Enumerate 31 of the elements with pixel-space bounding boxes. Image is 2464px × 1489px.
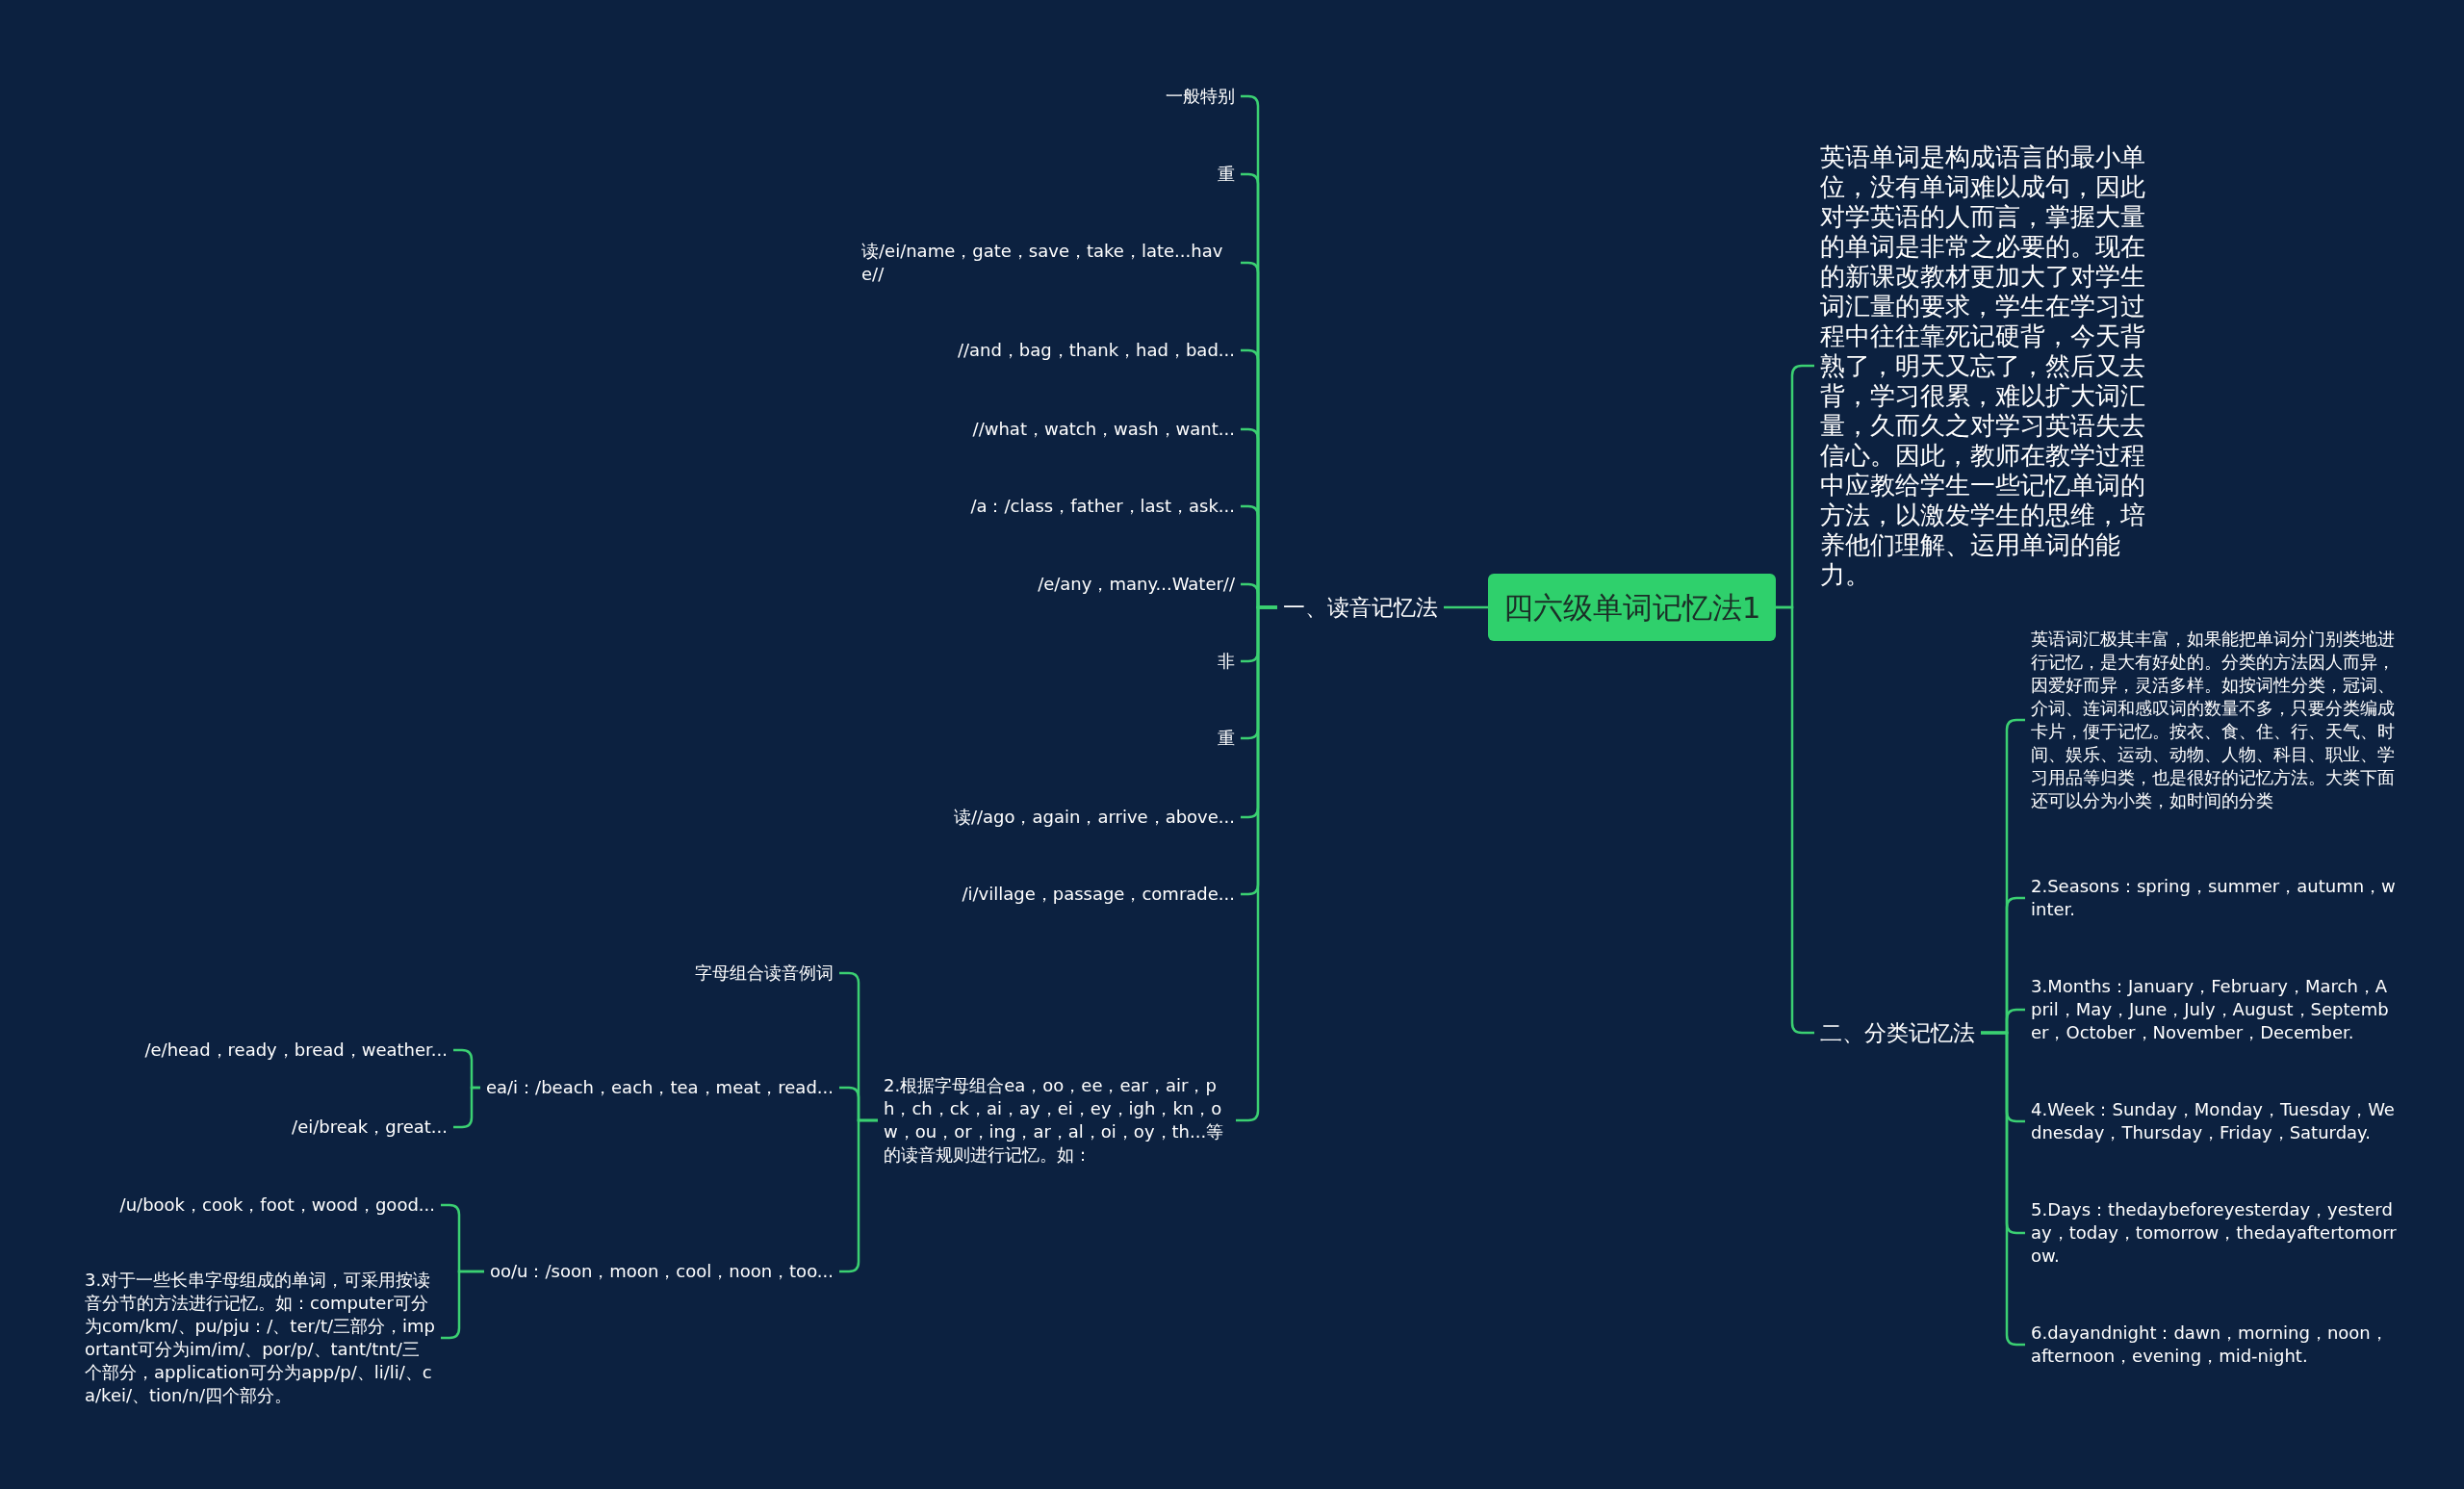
topic-text: 6.dayandnight：dawn，morning，noon，afternoon，evening，mid-night.	[2025, 1322, 2402, 1368]
topic-text: oo/u：/soon，moon，cool，noon，too...	[483, 1260, 839, 1283]
topic-text: 重	[1212, 727, 1241, 750]
topic-text: 英语单词是构成语言的最小单位，没有单词难以成句，因此对学英语的人而言，掌握大量的单词是非常之必要的。现在的新课改教材更加大了对学生词汇量的要求，学生在学习过程中往往靠死记硬背，今天背熟了，明天又忘了，然后又去背，学习很累，难以扩大词汇量，久而久之对学习英语失去信心。因此，教师在教学过程中应教给学生一些记忆单词的方法，以激发学生的思维，培养他们理解、运用单词的能力。	[1814, 141, 2172, 590]
topic-text: /i/village，passage，comrade...	[956, 883, 1241, 906]
topic-text: 读/ei/name，gate，save，take，late...have//	[856, 240, 1241, 286]
topic-text: /e/any，many...Water//	[1032, 573, 1241, 596]
topic-text: /a：/class，father，last，ask...	[964, 495, 1241, 518]
branch-topic: 一、读音记忆法	[1277, 593, 1444, 622]
topic-text: 非	[1212, 650, 1241, 673]
topic-text: 2.Seasons：spring，summer，autumn，winter.	[2025, 875, 2402, 921]
branch-topic: 二、分类记忆法	[1814, 1018, 1981, 1047]
connector-line	[453, 1086, 480, 1129]
topic-text: 读//ago，again，arrive，above...	[947, 806, 1241, 829]
topic-text: //and，bag，thank，had，bad...	[951, 339, 1241, 362]
topic-text: 字母组合读音例词	[689, 962, 839, 985]
connector-line	[1444, 605, 1488, 609]
topic-text: /e/head，ready，bread，weather...	[139, 1039, 453, 1062]
topic-text: 3.对于一些长串字母组成的单词，可采用按读音分节的方法进行记忆。如：computer可分为com/km/、pu/pju：/、ter/t/三部分，important可分为im/im/、por/p/、tant/tnt/三个部分，application可分为app/p/、li/li/、ca/kei/、tion/n/四个部分。	[79, 1269, 441, 1407]
topic-text: /u/book，cook，foot，wood，good...	[114, 1194, 441, 1217]
topic-text: //what，watch，wash，want...	[966, 418, 1241, 441]
topic-text: /ei/break，great...	[286, 1116, 453, 1139]
central-topic: 四六级单词记忆法1	[1488, 574, 1776, 641]
topic-text: 重	[1212, 163, 1241, 186]
topic-text: 一般特别	[1160, 85, 1241, 108]
topic-text: 4.Week：Sunday，Monday，Tuesday，Wednesday，Thursday，Friday，Saturday.	[2025, 1098, 2402, 1144]
topic-text: 5.Days：thedaybeforeyesterday，yesterday，today，tomorrow，thedayaftertomorrow.	[2025, 1198, 2402, 1268]
topic-text: 2.根据字母组合ea，oo，ee，ear，air，ph，ch，ck，ai，ay，ei，ey，igh，kn，ow，ou，or，ing，ar，al，oi，oy，th...等的读音规则进行记忆。如：	[878, 1074, 1236, 1167]
topic-text: 英语词汇极其丰富，如果能把单词分门别类地进行记忆，是大有好处的。分类的方法因人而异，因爱好而异，灵活多样。如按词性分类，冠词、介词、连词和感叹词的数量不多，只要分类编成卡片，便于记忆。按衣、食、住、行、天气、时间、娱乐、运动、动物、人物、科目、职业、学习用品等归类，也是很好的记忆方法。大类下面还可以分为小类，如时间的分类	[2025, 628, 2402, 812]
topic-text: ea/i：/beach，each，tea，meat，read...	[479, 1076, 839, 1099]
topic-text: 3.Months：January，February，March，April，May，June，July，August，September，October，November，December.	[2025, 975, 2402, 1044]
